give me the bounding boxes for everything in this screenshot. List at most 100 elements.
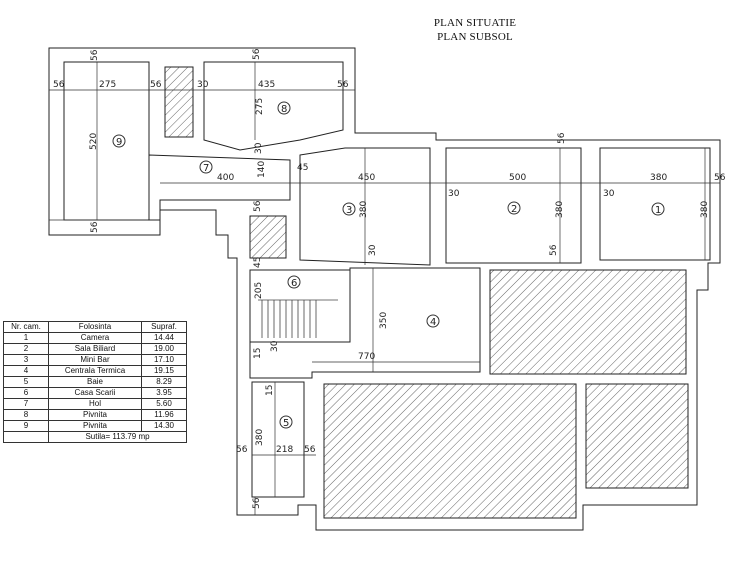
room-5 (251, 381, 305, 498)
legend-cell-nr: 5 (3, 376, 49, 388)
outer-walls (48, 47, 721, 531)
room-number-5: 5 (283, 418, 289, 429)
plan-title: PLAN SITUATIE (433, 17, 517, 29)
room-number-1: 1 (655, 205, 661, 216)
dim-380-room1-width: 380 (650, 173, 667, 183)
legend-total: Sutila= 113.79 mp (48, 431, 187, 443)
legend-cell-nr: 8 (3, 409, 49, 421)
legend-header-row: Nr. cam. Folosinta Supraf. (3, 321, 187, 333)
room-8 (203, 61, 344, 151)
legend-total-row: Sutila= 113.79 mp (3, 431, 187, 443)
dim-56-top-left: 56 (53, 80, 65, 90)
dim-15: 15 (253, 348, 263, 359)
legend-cell-use: Casa Scarii (48, 387, 142, 399)
dim-400: 400 (217, 173, 234, 183)
legend-cell-use: Hol (48, 398, 142, 410)
dim-380-room1: 380 (700, 201, 710, 218)
legend-header-folosinta: Folosinta (48, 321, 142, 333)
hatched-area-2 (323, 383, 577, 519)
dim-56-vertical-2: 56 (557, 132, 567, 144)
legend-cell-use: Pivnita (48, 409, 142, 421)
room-number-2: 2 (511, 204, 517, 215)
dim-15-room5: 15 (265, 385, 275, 396)
dim-380-room2: 380 (555, 201, 565, 218)
hatched-area-3 (585, 383, 689, 489)
room-number-7: 7 (203, 163, 209, 174)
room-2 (445, 147, 582, 264)
legend-cell-use: Baie (48, 376, 142, 388)
dim-205: 205 (254, 282, 264, 299)
dim-56-vertical-2-bottom: 56 (549, 244, 559, 256)
dim-56-mid: 56 (150, 80, 162, 90)
stairs (258, 299, 338, 338)
dimension-labels: 56 275 56 30 435 56 56 520 56 56 275 30 … (53, 48, 726, 509)
dim-45-top: 45 (297, 163, 308, 173)
dim-350: 350 (379, 312, 389, 329)
dim-30-between-2-1: 30 (603, 189, 615, 199)
dim-770: 770 (358, 352, 375, 362)
dim-30-vertical-8: 30 (254, 142, 264, 154)
legend-row: 8 Pivnita 11.96 (3, 409, 187, 421)
room-legend-table: Nr. cam. Folosinta Supraf. 1 Camera 14.4… (3, 321, 187, 443)
room-9 (63, 61, 150, 221)
dim-380-room3: 380 (359, 201, 369, 218)
legend-cell-area: 8.29 (141, 376, 187, 388)
legend-cell-use: Centrala Termica (48, 365, 142, 377)
dim-520: 520 (89, 133, 99, 150)
legend-cell-use: Mini Bar (48, 354, 142, 366)
dim-30-vertical-3: 30 (368, 244, 378, 256)
dim-275-room8: 275 (255, 98, 265, 115)
room-number-6: 6 (291, 278, 297, 289)
dim-56-vertical-top: 56 (90, 49, 100, 61)
dim-450: 450 (358, 173, 375, 183)
dim-218: 218 (276, 445, 293, 455)
dim-30-stairs: 30 (270, 340, 280, 352)
dim-56-room5-right: 56 (304, 445, 316, 455)
legend-row: 1 Camera 14.44 (3, 332, 187, 344)
legend-header-supraf: Supraf. (141, 321, 187, 333)
room-7 (148, 154, 291, 221)
dim-275-room9: 275 (99, 80, 116, 90)
legend-row: 6 Casa Scarii 3.95 (3, 387, 187, 399)
room-number-3: 3 (346, 205, 352, 216)
legend-cell-area: 17.10 (141, 354, 187, 366)
dim-56-vertical-8: 56 (252, 48, 262, 60)
legend-row: 3 Mini Bar 17.10 (3, 354, 187, 366)
hatched-shaft-2 (249, 215, 287, 259)
room-number-4: 4 (430, 317, 436, 328)
legend-cell-nr: 9 (3, 420, 49, 432)
legend-cell-area: 5.60 (141, 398, 187, 410)
dim-30-top: 30 (197, 80, 209, 90)
room-labels: 1 2 3 4 5 6 7 8 9 (112, 101, 665, 429)
dim-56-vertical-shaft: 56 (253, 200, 263, 212)
dim-500: 500 (509, 173, 526, 183)
legend-cell-use: Pivnita (48, 420, 142, 432)
legend-cell-nr: 3 (3, 354, 49, 366)
legend-cell-nr: 1 (3, 332, 49, 344)
hatched-area-1 (489, 269, 687, 375)
legend-cell-nr: 7 (3, 398, 49, 410)
legend-cell-area: 19.15 (141, 365, 187, 377)
room-number-8: 8 (281, 104, 287, 115)
legend-cell-nr: 4 (3, 365, 49, 377)
legend-row: 9 Pivnita 14.30 (3, 420, 187, 432)
dimension-lines (49, 62, 720, 515)
dim-380-room5: 380 (255, 429, 265, 446)
room-number-9: 9 (116, 137, 122, 148)
dim-56-bottom: 56 (252, 497, 262, 509)
legend-cell-nr: 2 (3, 343, 49, 355)
legend-cell-use: Camera (48, 332, 142, 344)
legend-row: 4 Centrala Termica 19.15 (3, 365, 187, 377)
legend-row: 7 Hol 5.60 (3, 398, 187, 410)
legend-header-nr: Nr. cam. (3, 321, 49, 333)
room-4 (249, 267, 481, 379)
legend-cell-area: 3.95 (141, 387, 187, 399)
legend-cell-nr: 6 (3, 387, 49, 399)
dim-435: 435 (258, 80, 275, 90)
dim-140: 140 (257, 161, 267, 178)
hatched-shaft-1 (164, 66, 194, 138)
legend-cell-area: 14.30 (141, 420, 187, 432)
legend-cell-area: 19.00 (141, 343, 187, 355)
legend-cell-area: 14.44 (141, 332, 187, 344)
